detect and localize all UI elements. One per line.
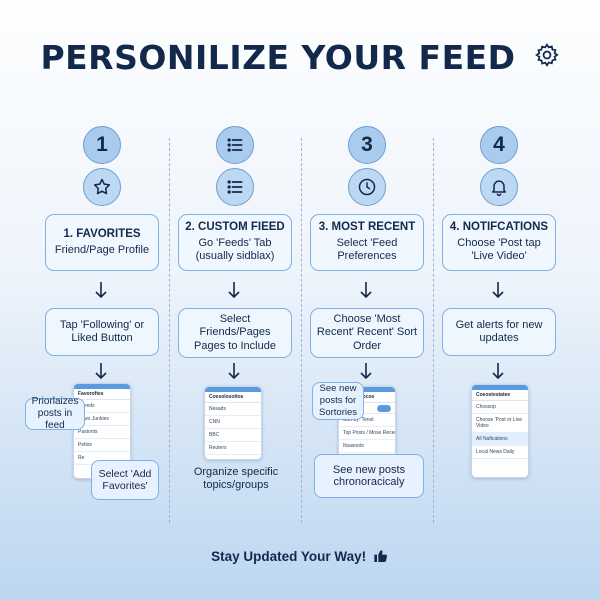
list-item: Top Posts / Mose Recent	[339, 427, 395, 440]
callout-prioritizes: Priorlaizes posts in feed	[25, 396, 85, 431]
step-number-badge	[216, 126, 254, 164]
footer-tagline: Stay Updated Your Way!	[0, 548, 600, 564]
step-action-box: Choose 'Most Recent' Recent' Sort Order	[310, 308, 424, 358]
arrow-down-icon	[95, 282, 107, 299]
callout-text: Priorlaizes posts in feed	[31, 396, 79, 431]
step-action-box: Select Friends/Pages Pages to Include	[178, 308, 292, 358]
toggle-switch	[377, 405, 391, 412]
arrow-down-icon	[228, 282, 240, 299]
step-number-badge: 4	[480, 126, 518, 164]
list-item: All Nafications	[472, 433, 528, 446]
bell-icon	[480, 168, 518, 206]
list-item: News Junkies	[74, 413, 130, 426]
gear-icon	[534, 37, 560, 76]
column-divider	[169, 138, 170, 523]
phone-title: Favoroftes	[74, 389, 130, 400]
phone-status-bar	[472, 385, 528, 390]
arrow-down-icon	[492, 282, 504, 299]
step-custom-feed: 2. CUSTOM FIEED Go 'Feeds' Tab (usually …	[176, 126, 296, 526]
step-action-text: Choose 'Most Recent' Recent' Sort Order	[316, 312, 418, 352]
step-favorites: 1 1. FAVORITES Friend/Page Profile Tap '…	[25, 126, 163, 526]
clock-icon	[348, 168, 386, 206]
phone-mockup: Coeostestatee Chossop Choose 'Post or Li…	[471, 384, 529, 478]
column-divider	[301, 138, 302, 523]
title-text: PERSONILIZE YOUR FEED	[40, 38, 516, 77]
step-action-text: Select Friends/Pages Pages to Include	[194, 312, 276, 352]
phone-mockup: Coesolosoltos Nesads CNN BBC Reuters	[204, 386, 262, 460]
step-heading-box: 3. MOST RECENT Select 'Feed Preferences	[310, 214, 424, 271]
step-heading: 3. MOST RECENT	[318, 221, 416, 234]
step-heading-box: 2. CUSTOM FIEED Go 'Feeds' Tab (usually …	[178, 214, 292, 271]
arrow-down-icon	[492, 363, 504, 380]
step-notifications: 4 4. NOTIFCATIONS Choose 'Post tap 'Live…	[440, 126, 560, 526]
step-heading: 1. FAVORITES	[63, 228, 141, 240]
step-caption: Organize specific topics/groups	[193, 466, 279, 491]
toggle-row	[339, 403, 395, 414]
phone-status-bar	[339, 387, 395, 392]
arrow-down-icon	[228, 363, 240, 380]
callout-see-new-posts: See new posts for Sortories	[312, 382, 364, 420]
step-number-badge: 1	[83, 126, 121, 164]
list-item: Pastonts	[74, 426, 130, 439]
step-subtext: Go 'Feeds' Tab (usually sidblax)	[195, 236, 275, 263]
step-heading-box: 4. NOTIFCATIONS Choose 'Post tap 'Live V…	[442, 214, 556, 271]
phone-title: Coeostestatee	[472, 390, 528, 401]
list-item: BBC	[205, 429, 261, 442]
step-most-recent: 3 3. MOST RECENT Select 'Feed Preference…	[308, 126, 428, 526]
list-item: Petlos	[74, 439, 130, 452]
callout-chronological: See new posts chronoracicaly	[314, 454, 424, 498]
arrow-down-icon	[95, 363, 107, 380]
list-item: Reuters	[205, 442, 261, 455]
arrow-down-icon	[360, 282, 372, 299]
step-action-text: Tap 'Following' or Liked Button	[59, 318, 145, 345]
callout-text: See new posts chronoracicaly	[332, 464, 406, 488]
list-item: Friends	[74, 400, 130, 413]
arrow-down-icon	[360, 363, 372, 380]
list-item: CNN	[205, 416, 261, 429]
thumbs-up-icon	[374, 550, 387, 563]
step-heading: 4. NOTIFCATIONS	[449, 221, 549, 234]
list-item: Local News Daily	[472, 446, 528, 459]
callout-add-favorites: Select 'Add Favorites'	[91, 460, 159, 500]
step-action-box: Tap 'Following' or Liked Button	[45, 308, 159, 356]
step-number-badge: 3	[348, 126, 386, 164]
step-heading: 2. CUSTOM FIEED	[185, 221, 285, 234]
column-divider	[433, 138, 434, 523]
step-subtext: Select 'Feed Preferences	[336, 236, 398, 263]
footer-text: Stay Updated Your Way!	[211, 548, 367, 564]
list-item: Nesads	[205, 403, 261, 416]
list-item: Nsasnots	[339, 440, 395, 453]
phone-title: Coesolosoltos	[205, 392, 261, 403]
star-icon	[83, 168, 121, 206]
list-item: Sort by: Tenel	[339, 414, 395, 427]
list-icon	[216, 168, 254, 206]
phone-status-bar	[205, 387, 261, 392]
callout-text: See new posts for Sortories	[318, 383, 357, 418]
step-action-box: Get alerts for new updates	[442, 308, 556, 356]
step-subtext: Friend/Page Profile	[54, 243, 150, 256]
list-item: Chossop	[472, 401, 528, 414]
page-title: PERSONILIZE YOUR FEED	[0, 38, 600, 77]
phone-status-bar	[74, 384, 130, 389]
phone-mockup: Vinil Bisocos Sort by: Tenel Top Posts /…	[338, 386, 396, 462]
list-item: Choose 'Post or Live Video	[472, 414, 528, 433]
callout-text: Select 'Add Favorites'	[98, 468, 152, 492]
step-heading-box: 1. FAVORITES Friend/Page Profile	[45, 214, 159, 271]
step-subtext: Choose 'Post tap 'Live Video'	[457, 236, 541, 263]
step-action-text: Get alerts for new updates	[455, 318, 543, 345]
